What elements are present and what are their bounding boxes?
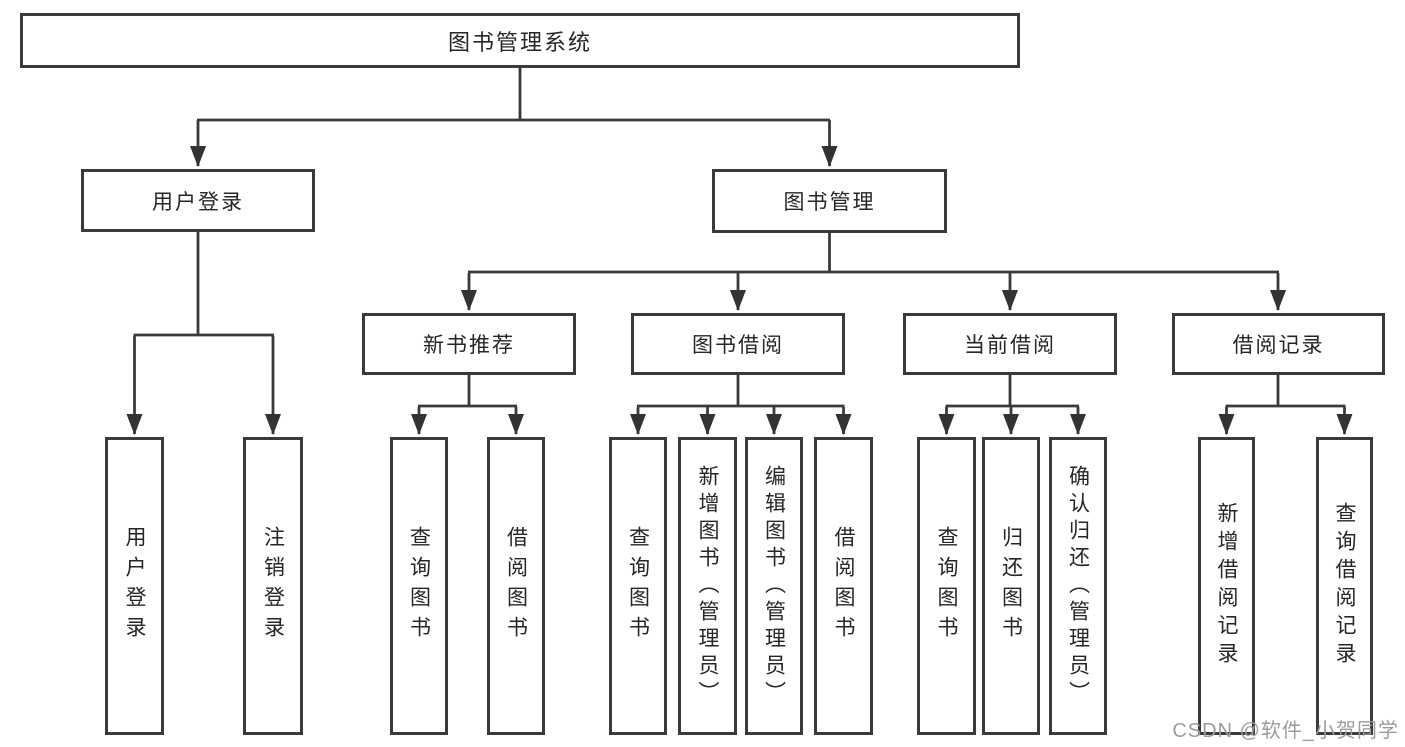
node-user-login: 用户登录 [81, 169, 315, 232]
leaf-cb-confirm-return-admin: 确认归还（管理员） [1049, 437, 1107, 735]
csdn-watermark: CSDN @软件_小贺同学 [1172, 720, 1399, 742]
leaf-nr-borrow-books: 借阅图书 [487, 437, 545, 735]
leaf-nr-query-books: 查询图书 [390, 437, 448, 735]
leaf-bb-query-books: 查询图书 [609, 437, 667, 735]
leaf-cb-return-books: 归还图书 [982, 437, 1040, 735]
node-root: 图书管理系统 [20, 13, 1020, 68]
leaf-bb-edit-books-admin: 编辑图书（管理员） [745, 437, 803, 735]
leaf-logout: 注销登录 [243, 437, 303, 735]
leaf-bb-borrow-books: 借阅图书 [814, 437, 873, 735]
node-book-management: 图书管理 [712, 169, 947, 233]
node-borrow-records: 借阅记录 [1172, 313, 1385, 375]
node-current-borrow: 当前借阅 [903, 313, 1117, 375]
node-new-book-recommend: 新书推荐 [362, 313, 576, 375]
leaf-br-add-record: 新增借阅记录 [1198, 437, 1255, 735]
leaf-bb-add-books-admin: 新增图书（管理员） [678, 437, 737, 735]
node-book-borrow: 图书借阅 [631, 313, 845, 375]
leaf-user-login: 用户登录 [105, 437, 164, 735]
leaf-cb-query-books: 查询图书 [917, 437, 976, 735]
leaf-br-query-record: 查询借阅记录 [1316, 437, 1373, 735]
